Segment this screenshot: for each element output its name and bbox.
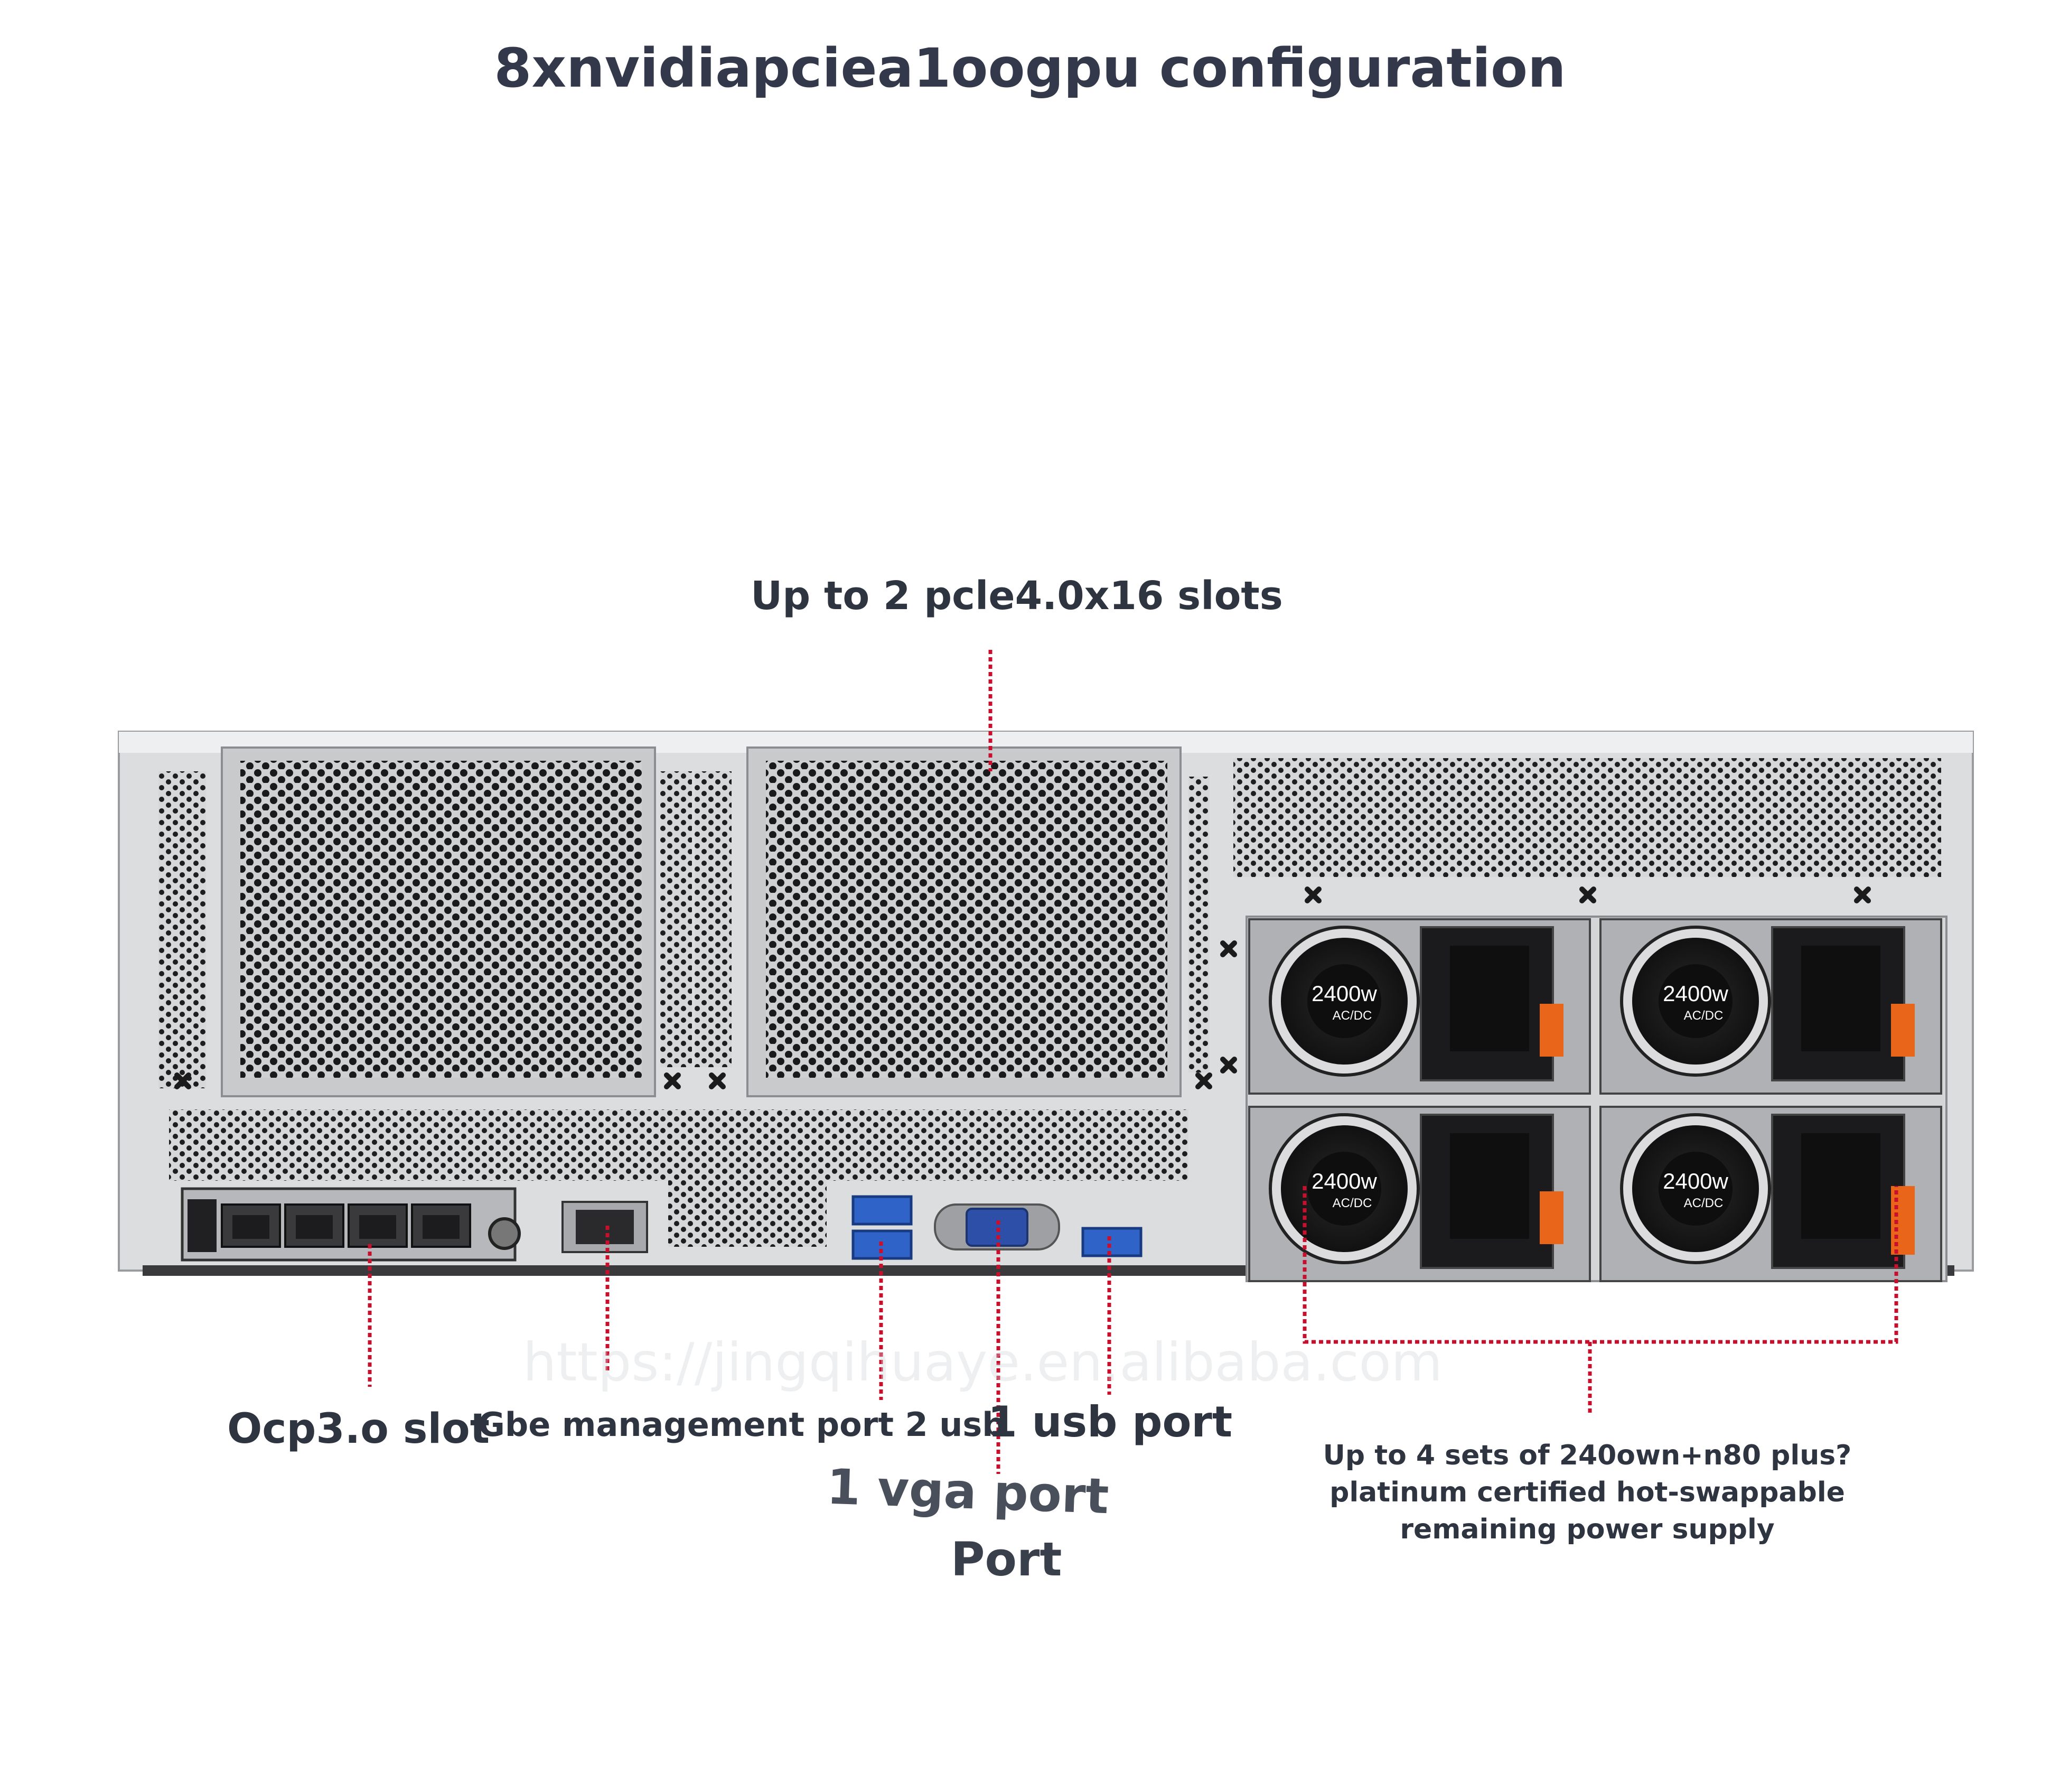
psu-unit[interactable] [1599, 1106, 1942, 1282]
psu-handle[interactable] [1891, 1004, 1915, 1057]
page-title: 8xnvidiapciea1oogpu configuration [494, 37, 1566, 100]
rj45-port[interactable] [411, 1203, 471, 1248]
port-label: Port [951, 1532, 1062, 1586]
gbe-management-port[interactable] [561, 1201, 648, 1253]
vent-strip-mid [695, 771, 732, 1067]
psu-rating: 2400w [1312, 981, 1377, 1006]
psu-type: AC/DC [1684, 1196, 1724, 1210]
vent-strip-mid-left [660, 771, 692, 1067]
vent-top-right [1233, 758, 1941, 877]
vent-io-area [169, 1109, 1188, 1181]
rj45-port[interactable] [284, 1203, 344, 1248]
psu-rating: 2400w [1663, 981, 1728, 1006]
psu-handle[interactable] [1540, 1191, 1563, 1244]
psu-type: AC/DC [1684, 1009, 1724, 1023]
usb-port[interactable] [1081, 1227, 1143, 1257]
psu-type: AC/DC [1333, 1196, 1372, 1210]
screw-icon [174, 886, 1871, 1089]
rj45-port[interactable] [348, 1203, 408, 1248]
usb-port-label: 1 usb port [988, 1397, 1233, 1446]
vent-strip-left [158, 771, 206, 1088]
psu-rating: 2400w [1312, 1169, 1377, 1193]
ocp3-card [181, 1187, 521, 1262]
usb-port[interactable] [851, 1195, 913, 1226]
psu-unit[interactable] [1248, 918, 1591, 1095]
thumbscrew-icon [488, 1217, 521, 1250]
gpu-vent-panel-left [221, 746, 656, 1097]
vga-port-label: 1 vga port [826, 1458, 1110, 1525]
psu-rating: 2400w [1663, 1169, 1728, 1193]
psu-unit[interactable] [1248, 1106, 1591, 1282]
callout-lines [368, 650, 1898, 1474]
vent-io-lower [668, 1178, 827, 1247]
vga-port[interactable] [934, 1203, 1060, 1250]
ocp-slot-label: Ocp3.o slot [227, 1405, 490, 1453]
psu-type: AC/DC [1333, 1009, 1372, 1023]
gpu-vent-panel-right [746, 746, 1182, 1097]
psu-handle[interactable] [1540, 1004, 1563, 1057]
gbe-port-label: Gbe management port 2 usb [478, 1405, 1006, 1444]
vent-strip-mid-right [1188, 777, 1210, 1072]
rj45-port[interactable] [221, 1203, 281, 1248]
pcie-slots-label: Up to 2 pcle4.0x16 slots [751, 573, 1283, 619]
psu-unit[interactable] [1599, 918, 1942, 1095]
watermark: https://jingqihuaye.en.alibaba.com [523, 1331, 1443, 1393]
psu-label: Up to 4 sets of 240own+n80 plus? platinu… [1323, 1440, 1852, 1545]
